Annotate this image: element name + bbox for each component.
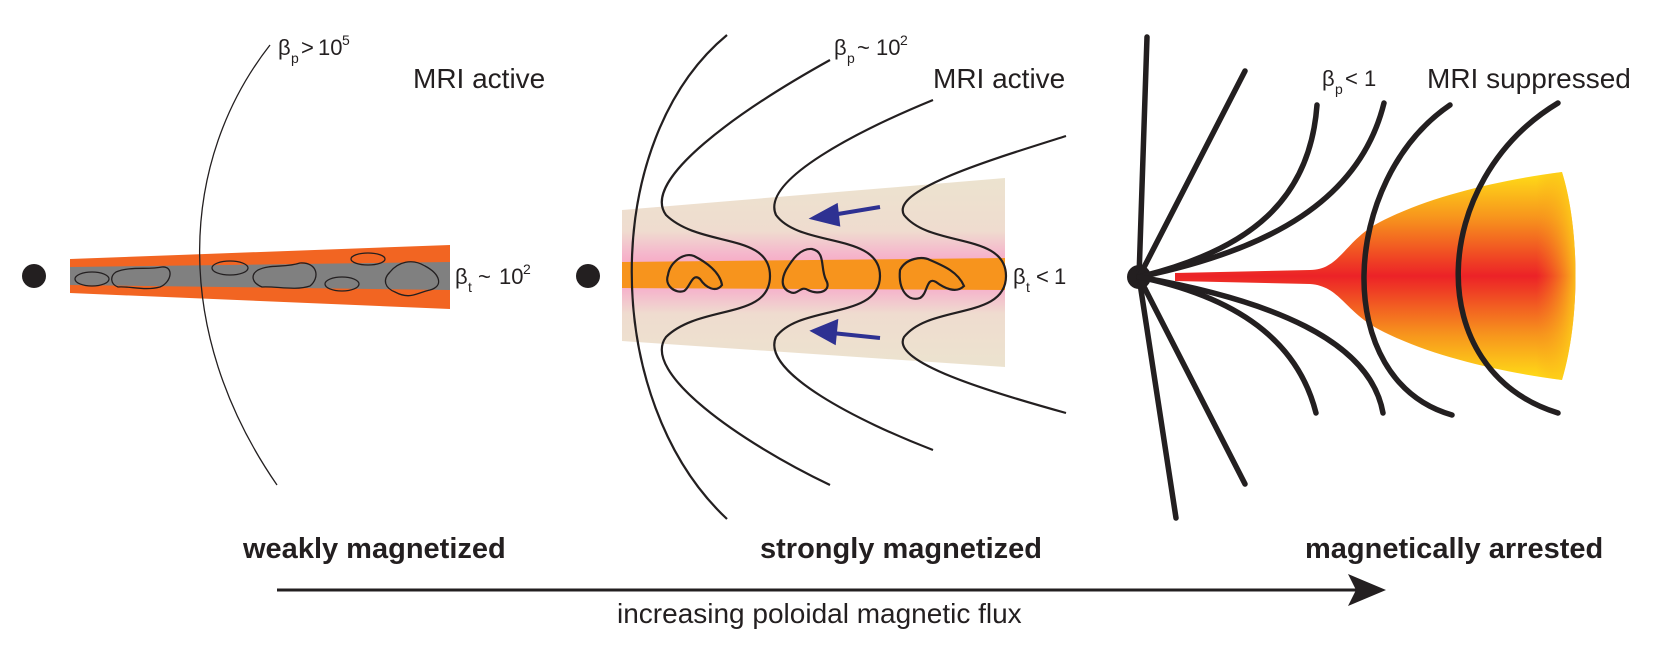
svg-text:β: β	[1013, 264, 1026, 289]
svg-text:β: β	[1322, 66, 1335, 91]
regime-label: strongly magnetized	[760, 533, 1042, 565]
poloidal-field-lines	[1136, 34, 1561, 521]
mri-status-label: MRI active	[933, 63, 1065, 94]
flux-axis: increasing poloidal magnetic flux	[277, 574, 1386, 629]
svg-text:β: β	[278, 35, 291, 60]
poloidal-field-lines	[630, 34, 1067, 520]
toroidal-beta-label: β t ~ 10 2	[455, 261, 531, 295]
svg-text:1: 1	[1054, 264, 1066, 289]
svg-text:10: 10	[876, 35, 900, 60]
panel-magnetically-arrested: β p < 1 MRI suppressed magnetically arre…	[1127, 34, 1631, 565]
svg-text:β: β	[455, 264, 468, 289]
svg-text:~: ~	[478, 264, 491, 289]
svg-text:p: p	[1335, 81, 1343, 97]
poloidal-beta-label: β p < 1	[1322, 66, 1376, 97]
panel-weakly-magnetized: β p > 10 5 β t ~ 10 2 MRI active weakly …	[22, 32, 545, 565]
disk-core-orange	[622, 258, 1005, 290]
black-hole-dot	[576, 264, 600, 288]
svg-text:1: 1	[1364, 66, 1376, 91]
svg-text:<: <	[1036, 264, 1049, 289]
toroidal-beta-label: β t < 1	[1013, 264, 1066, 295]
svg-text:p: p	[847, 50, 855, 66]
mri-status-label: MRI suppressed	[1427, 63, 1631, 94]
arrested-disk-rim	[1380, 172, 1576, 380]
poloidal-field-line	[199, 44, 278, 486]
regime-label: magnetically arrested	[1305, 533, 1603, 565]
panel-strongly-magnetized: β p ~ 10 2 β t < 1 MRI active strongly m…	[576, 32, 1067, 565]
inflow-arrows	[808, 202, 881, 346]
svg-text:t: t	[468, 279, 472, 295]
regime-label: weakly magnetized	[242, 533, 506, 565]
flux-axis-label: increasing poloidal magnetic flux	[617, 598, 1022, 629]
turbulent-eddies	[74, 252, 440, 297]
svg-text:t: t	[1026, 279, 1030, 295]
svg-text:5: 5	[342, 32, 350, 48]
svg-text:β: β	[834, 35, 847, 60]
black-hole-dot	[22, 264, 46, 288]
svg-text:2: 2	[523, 261, 531, 277]
svg-text:2: 2	[900, 32, 908, 48]
poloidal-beta-label: β p ~ 10 2	[834, 32, 908, 66]
svg-text:10: 10	[499, 264, 523, 289]
poloidal-beta-label: β p > 10 5	[278, 32, 350, 66]
turbulent-eddies	[666, 247, 966, 300]
disk-core-gray	[70, 262, 450, 290]
svg-text:<: <	[1345, 66, 1358, 91]
svg-text:p: p	[291, 50, 299, 66]
svg-text:>: >	[301, 35, 314, 60]
svg-text:~: ~	[857, 35, 870, 60]
mri-status-label: MRI active	[413, 63, 545, 94]
svg-text:10: 10	[318, 35, 342, 60]
flux-axis-arrowhead	[1348, 574, 1386, 606]
